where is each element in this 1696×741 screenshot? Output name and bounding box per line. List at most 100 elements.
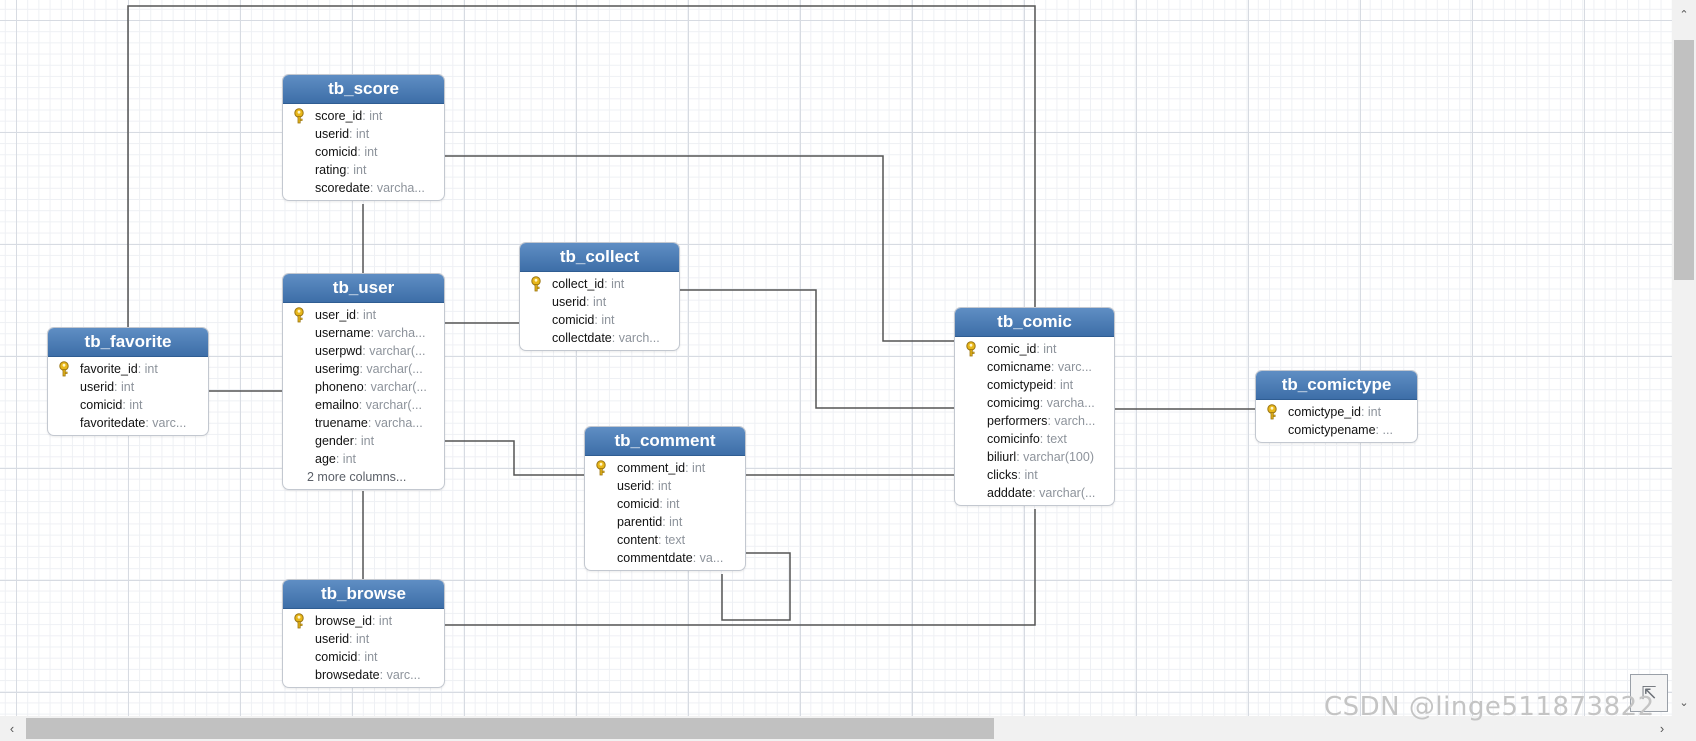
- column-row[interactable]: comicname: varc...: [955, 358, 1114, 376]
- column-row[interactable]: collectdate: varch...: [520, 329, 679, 347]
- column-name: userpwd: [315, 344, 363, 358]
- column-row[interactable]: scoredate: varcha...: [283, 179, 444, 197]
- table-header[interactable]: tb_comic: [955, 308, 1114, 337]
- horizontal-scroll-thumb[interactable]: [26, 718, 994, 739]
- column-name: content: [617, 533, 659, 547]
- table-header[interactable]: tb_score: [283, 75, 444, 104]
- column-row[interactable]: age: int: [283, 450, 444, 468]
- more-columns-link[interactable]: 2 more columns...: [307, 470, 407, 484]
- column-row[interactable]: performers: varch...: [955, 412, 1114, 430]
- column-row[interactable]: userid: int: [283, 125, 444, 143]
- column-name: userid: [80, 380, 115, 394]
- column-row[interactable]: collect_id: int: [520, 275, 679, 293]
- column-row[interactable]: userpwd: varchar(...: [283, 342, 444, 360]
- column-type: : int: [604, 277, 625, 291]
- column-row[interactable]: comicid: int: [283, 143, 444, 161]
- column-row[interactable]: comicid: int: [283, 648, 444, 666]
- table-header[interactable]: tb_user: [283, 274, 444, 303]
- column-row[interactable]: commentdate: va...: [585, 549, 745, 567]
- primary-key-icon: [292, 108, 306, 124]
- column-row[interactable]: comicinfo: text: [955, 430, 1114, 448]
- relation-collect-comic: [678, 289, 954, 409]
- column-row[interactable]: userid: int: [520, 293, 679, 311]
- column-row[interactable]: adddate: varchar(...: [955, 484, 1114, 502]
- column-type: : ...: [1375, 423, 1393, 437]
- column-row[interactable]: favorite_id: int: [48, 360, 208, 378]
- column-row[interactable]: truename: varcha...: [283, 414, 444, 432]
- table-header[interactable]: tb_favorite: [48, 328, 208, 357]
- primary-key-icon: [594, 460, 608, 476]
- column-row[interactable]: rating: int: [283, 161, 444, 179]
- column-type: : int: [114, 380, 135, 394]
- column-row[interactable]: comictypename: ...: [1256, 421, 1417, 439]
- column-row[interactable]: comic_id: int: [955, 340, 1114, 358]
- column-row[interactable]: phoneno: varchar(...: [283, 378, 444, 396]
- column-row[interactable]: browsedate: varc...: [283, 666, 444, 684]
- column-row[interactable]: comment_id: int: [585, 459, 745, 477]
- column-row[interactable]: user_id: int: [283, 306, 444, 324]
- column-type: : int: [349, 127, 370, 141]
- scroll-left-icon[interactable]: ‹: [9, 721, 15, 736]
- column-name: parentid: [617, 515, 663, 529]
- column-row[interactable]: comictypeid: int: [955, 376, 1114, 394]
- column-row[interactable]: comicid: int: [520, 311, 679, 329]
- column-name: age: [315, 452, 336, 466]
- column-name: scoredate: [315, 181, 370, 195]
- table-header[interactable]: tb_comment: [585, 427, 745, 456]
- column-row[interactable]: comicimg: varcha...: [955, 394, 1114, 412]
- column-row[interactable]: emailno: varchar(...: [283, 396, 444, 414]
- column-name: comicid: [315, 650, 358, 664]
- column-row[interactable]: userid: int: [48, 378, 208, 396]
- column-name: comicid: [552, 313, 595, 327]
- table-header[interactable]: tb_comictype: [1256, 371, 1417, 400]
- column-row[interactable]: comicid: int: [585, 495, 745, 513]
- column-row[interactable]: username: varcha...: [283, 324, 444, 342]
- column-row[interactable]: userimg: varchar(...: [283, 360, 444, 378]
- column-type: : varcha...: [370, 326, 426, 340]
- column-row[interactable]: content: text: [585, 531, 745, 549]
- column-row[interactable]: comicid: int: [48, 396, 208, 414]
- column-row[interactable]: userid: int: [585, 477, 745, 495]
- column-row[interactable]: gender: int: [283, 432, 444, 450]
- column-type: : int: [371, 614, 393, 628]
- column-row[interactable]: biliurl: varchar(100): [955, 448, 1114, 466]
- column-name: comicid: [315, 145, 358, 159]
- table-header[interactable]: tb_browse: [283, 580, 444, 609]
- column-row[interactable]: score_id: int: [283, 107, 444, 125]
- column-row[interactable]: parentid: int: [585, 513, 745, 531]
- table-header[interactable]: tb_collect: [520, 243, 679, 272]
- fit-view-icon[interactable]: ⇱: [1630, 674, 1668, 712]
- column-row[interactable]: favoritedate: varc...: [48, 414, 208, 432]
- relation-comment-user: [443, 440, 584, 476]
- column-name: adddate: [987, 486, 1033, 500]
- scroll-down-icon[interactable]: ⌄: [1679, 697, 1689, 709]
- column-type: : varchar(...: [362, 344, 426, 358]
- column-type: : int: [1036, 342, 1057, 356]
- scroll-up-icon[interactable]: ⌃: [1679, 9, 1689, 21]
- column-row[interactable]: comictype_id: int: [1256, 403, 1417, 421]
- vertical-scroll-thumb[interactable]: [1674, 40, 1694, 280]
- column-row[interactable]: userid: int: [283, 630, 444, 648]
- primary-key-icon: [1265, 404, 1279, 420]
- column-type: : varc...: [379, 668, 421, 682]
- column-type: : varchar(...: [359, 362, 423, 376]
- column-type: : text: [1039, 432, 1067, 446]
- column-row[interactable]: clicks: int: [955, 466, 1114, 484]
- column-row[interactable]: browse_id: int: [283, 612, 444, 630]
- column-type: : varchar(...: [363, 380, 427, 394]
- column-type: : int: [357, 145, 378, 159]
- scroll-right-icon[interactable]: ›: [1659, 721, 1665, 736]
- column-type: : va...: [692, 551, 724, 565]
